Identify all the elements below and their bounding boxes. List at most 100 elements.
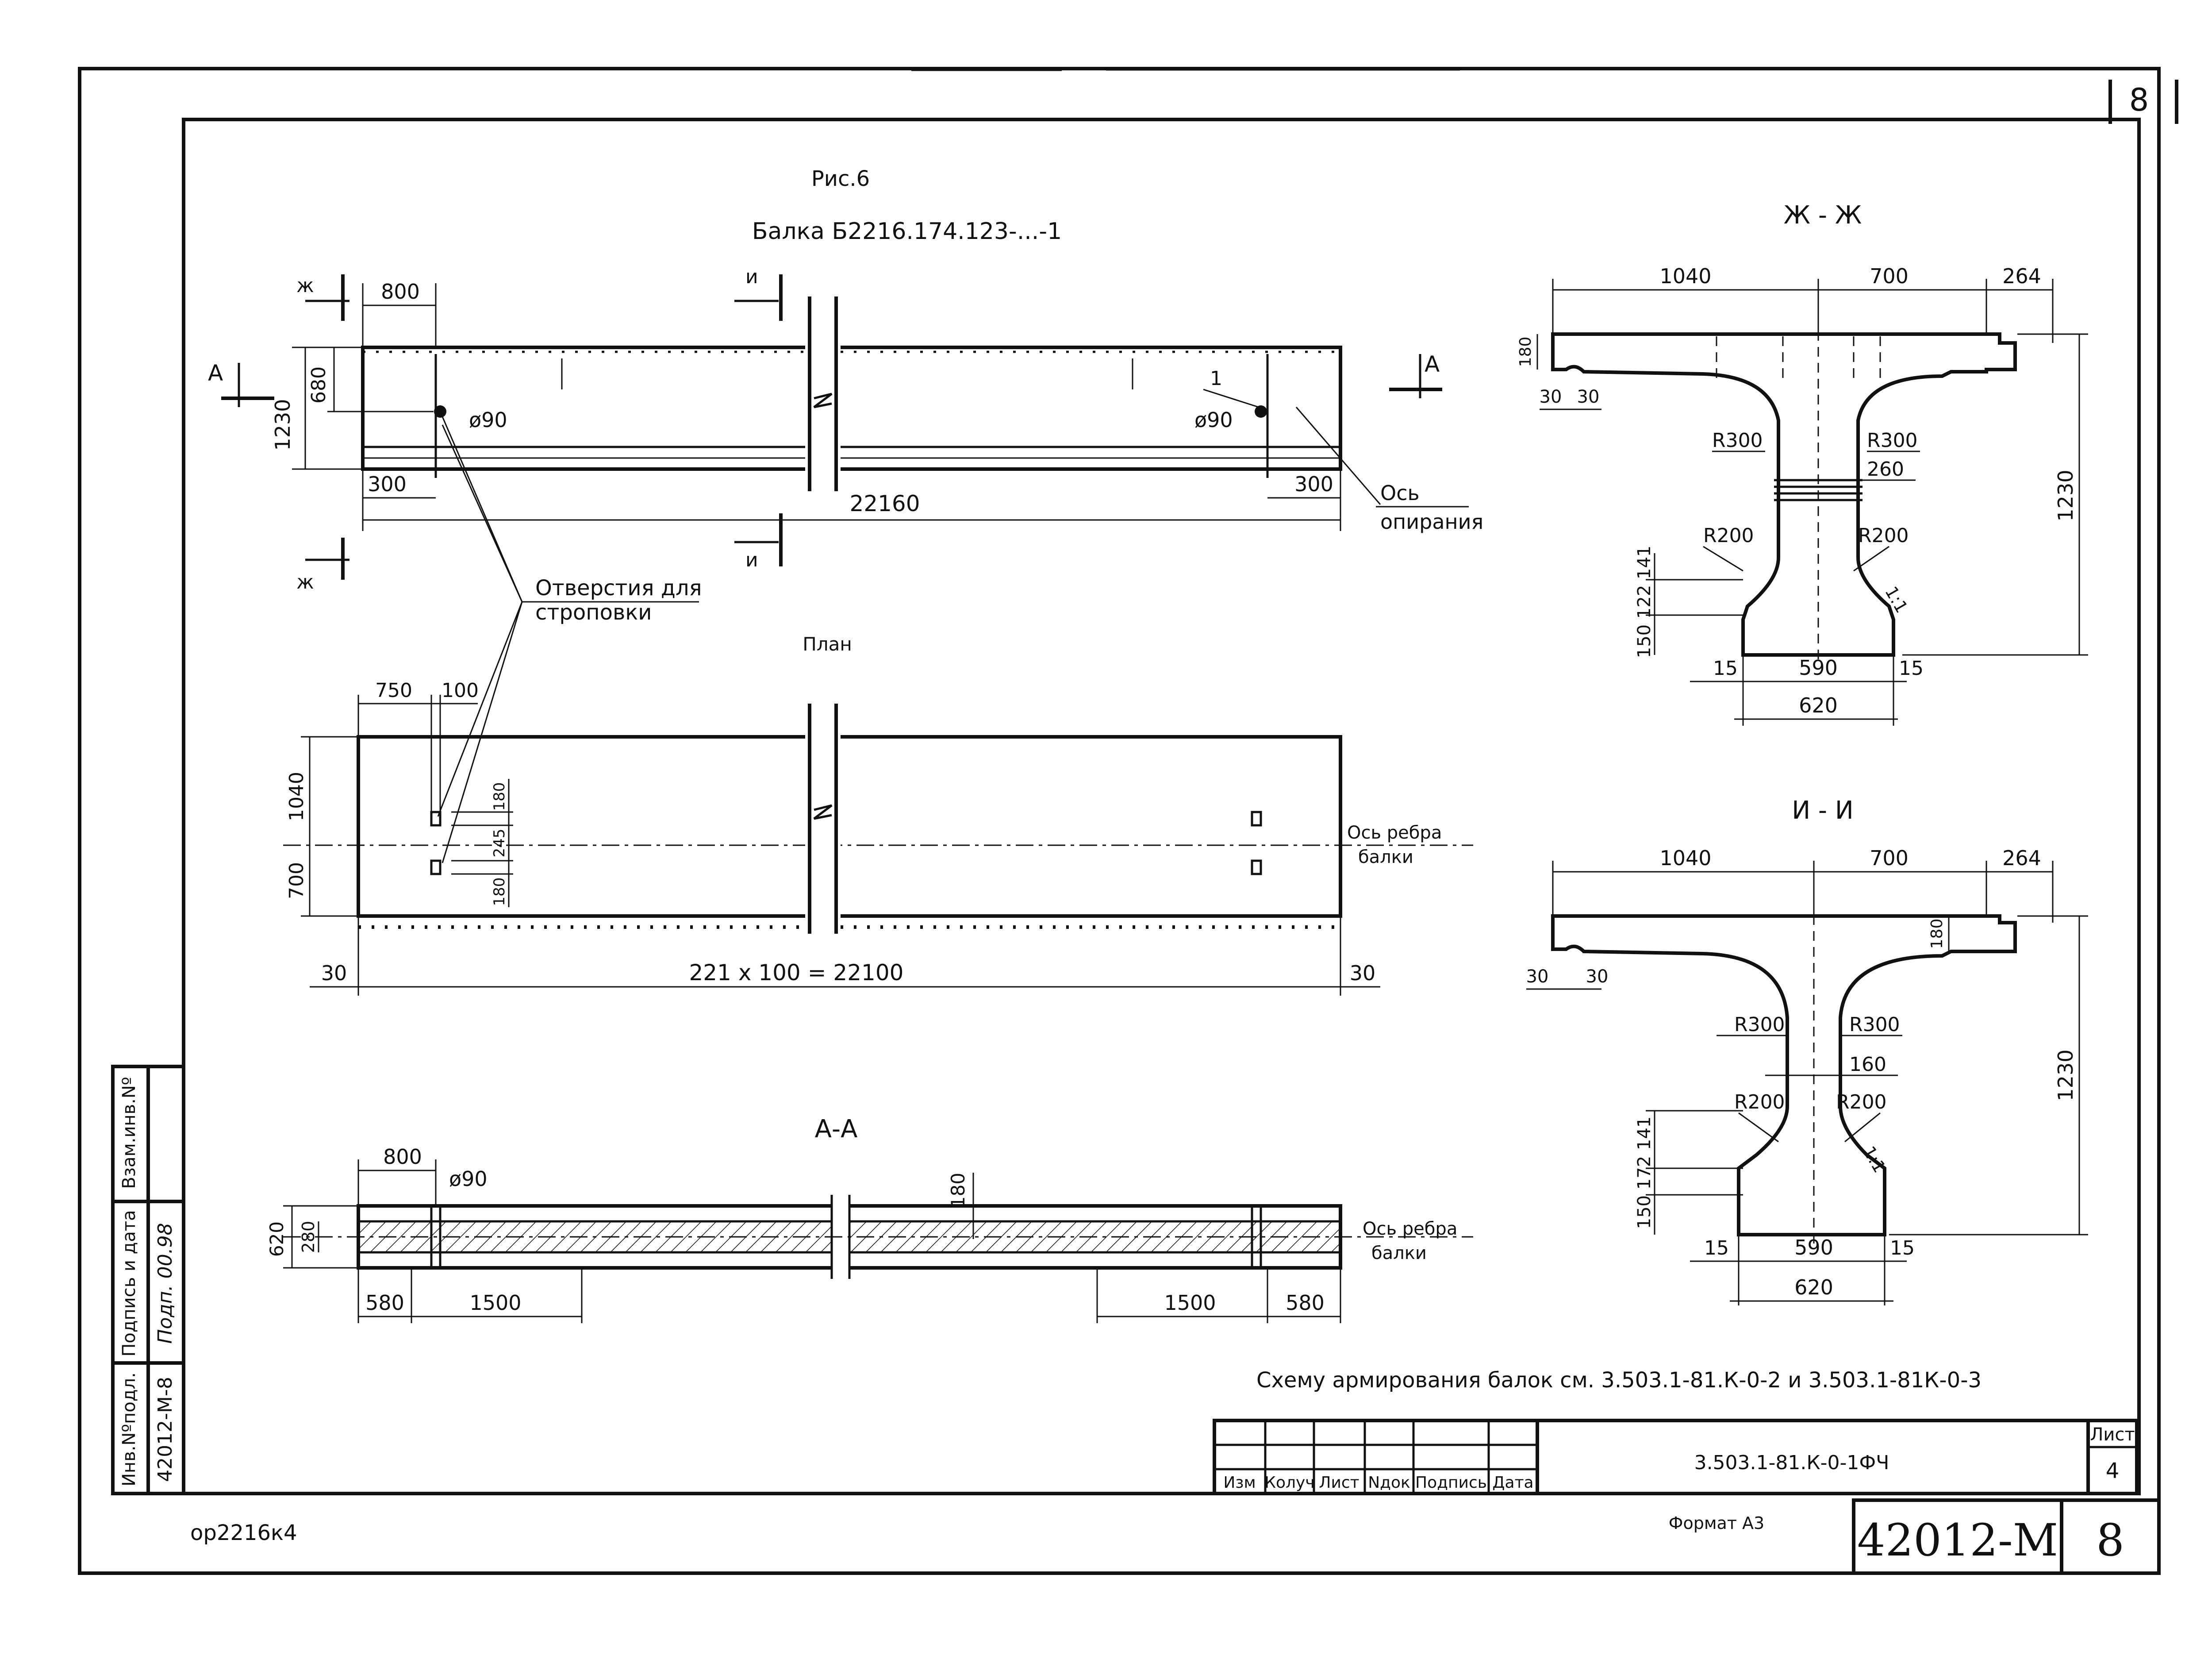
cut-i-top: и [745,266,758,288]
zh-dim-264: 264 [2002,264,2041,288]
zh-dim-15-right: 15 [1899,657,1924,680]
lifting-holes-callout: Отверстия для строповки [437,411,702,863]
aa-dim-580-right: 580 [1286,1291,1325,1315]
ii-dim-15-right: 15 [1890,1237,1915,1259]
side-value-signature: Подп. 00.98 [154,1223,177,1344]
beam-title: Балка Б2216.174.123-...-1 [752,218,1062,245]
plan-dim-180-a: 180 [491,782,508,811]
ii-r200-left: R200 [1734,1091,1785,1113]
zh-dims-vert: 150 122 141 [1634,546,1655,658]
stamp-col-izm: Изм [1223,1474,1256,1492]
zh-dim-620: 620 [1799,693,1838,717]
aa-dim-800: 800 [383,1145,422,1169]
plan-dim-1040: 1040 [285,772,308,821]
beam-plan: План 750 100 1040 700 180 245 180 Ось ре… [283,633,1473,996]
ii-dim-15-left: 15 [1704,1237,1729,1259]
zh-dim-180: 180 [1517,337,1535,367]
ii-dim-180: 180 [1928,919,1946,949]
side-stamp: Инв.Nºподл. Подпись и дата Взам.инв.Nº 4… [111,1065,185,1495]
zh-r200-right: R200 [1858,524,1909,547]
sheet-frame: 8 [78,67,2178,1575]
plan-rib-axis-1: Ось ребра [1347,823,1442,843]
list-number: 4 [2106,1459,2120,1483]
aa-dim-580-left: 580 [365,1291,404,1315]
stamp-col-koluch: Колуч [1264,1474,1314,1492]
stamp-col-ndok: Nдок [1368,1474,1410,1492]
corner-number: 8 [2129,82,2149,118]
section-ii-title: И - И [1792,796,1854,825]
cut-i-bottom: и [745,549,758,571]
plan-dim-700: 700 [285,862,308,899]
ii-r300-right: R300 [1849,1013,1900,1036]
section-zh: Ж - Ж 1040 700 264 180 30 30 R300 R300 2… [1517,201,2088,726]
sheet-number: 8 [2096,1514,2124,1566]
plan-title: План [803,633,852,655]
doc-code: 3.503.1-81.К-0-1ФЧ [1694,1451,1889,1474]
elev-dim-300-left: 300 [368,472,407,496]
side-col-invnum: Инв.Nºподл. [119,1372,139,1486]
plan-dim-100: 100 [442,679,479,702]
callout-1: 1 [1210,367,1222,390]
zh-r200-left: R200 [1703,524,1754,547]
plan-rib-axis-2: балки [1358,847,1413,867]
ii-dim-1230: 1230 [2054,1049,2078,1101]
section-aa-title: А-А [815,1115,858,1143]
aa-dim-1500-right: 1500 [1164,1291,1216,1315]
ii-r300-left: R300 [1734,1013,1785,1036]
ii-dim-264: 264 [2002,846,2041,870]
lifting-holes-label-2: строповки [535,600,652,625]
aa-rib-axis-1: Ось ребра [1363,1219,1457,1239]
zh-dim-700: 700 [1870,264,1909,288]
zh-dim-1040: 1040 [1659,264,1711,288]
stamp-col-data: Дата [1492,1474,1533,1492]
stamp-col-list: Лист [1319,1474,1359,1492]
ii-dim-30a: 30 [1526,966,1549,987]
aa-dim-620: 620 [266,1221,288,1257]
aa-dim-180: 180 [947,1173,969,1208]
section-aa: А-А 800 ø90 180 620 280 Ось ребра балки [266,1115,1473,1323]
plan-dim-30-right: 30 [1350,961,1376,985]
reinforcement-note: Схему армирования балок см. 3.503.1-81.К… [1256,1368,1982,1393]
elev-dim-total: 22160 [849,491,920,516]
ii-dims-vert: 150 172 141 [1634,1116,1655,1229]
plan-dim-245: 245 [491,829,508,858]
aa-rib-axis-2: балки [1371,1243,1427,1263]
axis-label-2: опирания [1380,510,1483,534]
lifting-hole-right [1255,405,1267,418]
plan-dim-spacing: 221 x 100 = 22100 [689,960,904,986]
aa-hole-dia: ø90 [449,1167,488,1191]
zh-r300-left: R300 [1712,429,1763,452]
zh-dim-260: 260 [1867,458,1904,481]
plan-dim-750: 750 [375,679,412,702]
format-label: Формат А3 [1669,1513,1764,1533]
ii-dim-590: 590 [1794,1236,1833,1259]
ii-dim-700: 700 [1870,846,1909,870]
zh-r300-right: R300 [1867,429,1918,452]
lifting-holes-label-1: Отверстия для [535,576,702,601]
cut-a-right: А [1425,351,1440,377]
ii-dim-1040: 1040 [1659,846,1711,870]
zh-dim-15-left: 15 [1713,657,1738,680]
elev-dim-680: 680 [307,366,330,404]
elev-dim-1230: 1230 [271,399,295,450]
aa-dim-1500-left: 1500 [469,1291,521,1315]
ii-dim-30b: 30 [1586,966,1609,987]
elev-dim-800: 800 [381,280,420,304]
stamp-col-podpis: Подпись [1415,1474,1487,1492]
cut-a-left: А [208,360,223,386]
figure-number: Рис.6 [811,166,870,191]
title-block: Изм Колуч Лист Nдок Подпись Дата 3.503.1… [190,1419,2161,1575]
zh-slope: 1:1 [1881,583,1912,616]
zh-dim-590: 590 [1799,656,1838,680]
archive-number: 42012-М [1857,1514,2058,1566]
aa-dim-280: 280 [299,1221,318,1253]
plan-dim-30-left: 30 [321,961,347,985]
hole-dia-right: ø90 [1194,408,1233,432]
side-col-signature: Подпись и дата [119,1210,139,1356]
zh-dim-30b: 30 [1577,387,1600,407]
plan-dim-180-b: 180 [491,878,508,906]
ii-r200-right: R200 [1836,1091,1887,1113]
elev-dim-300-right: 300 [1294,472,1333,496]
zh-dim-30a: 30 [1540,387,1562,407]
